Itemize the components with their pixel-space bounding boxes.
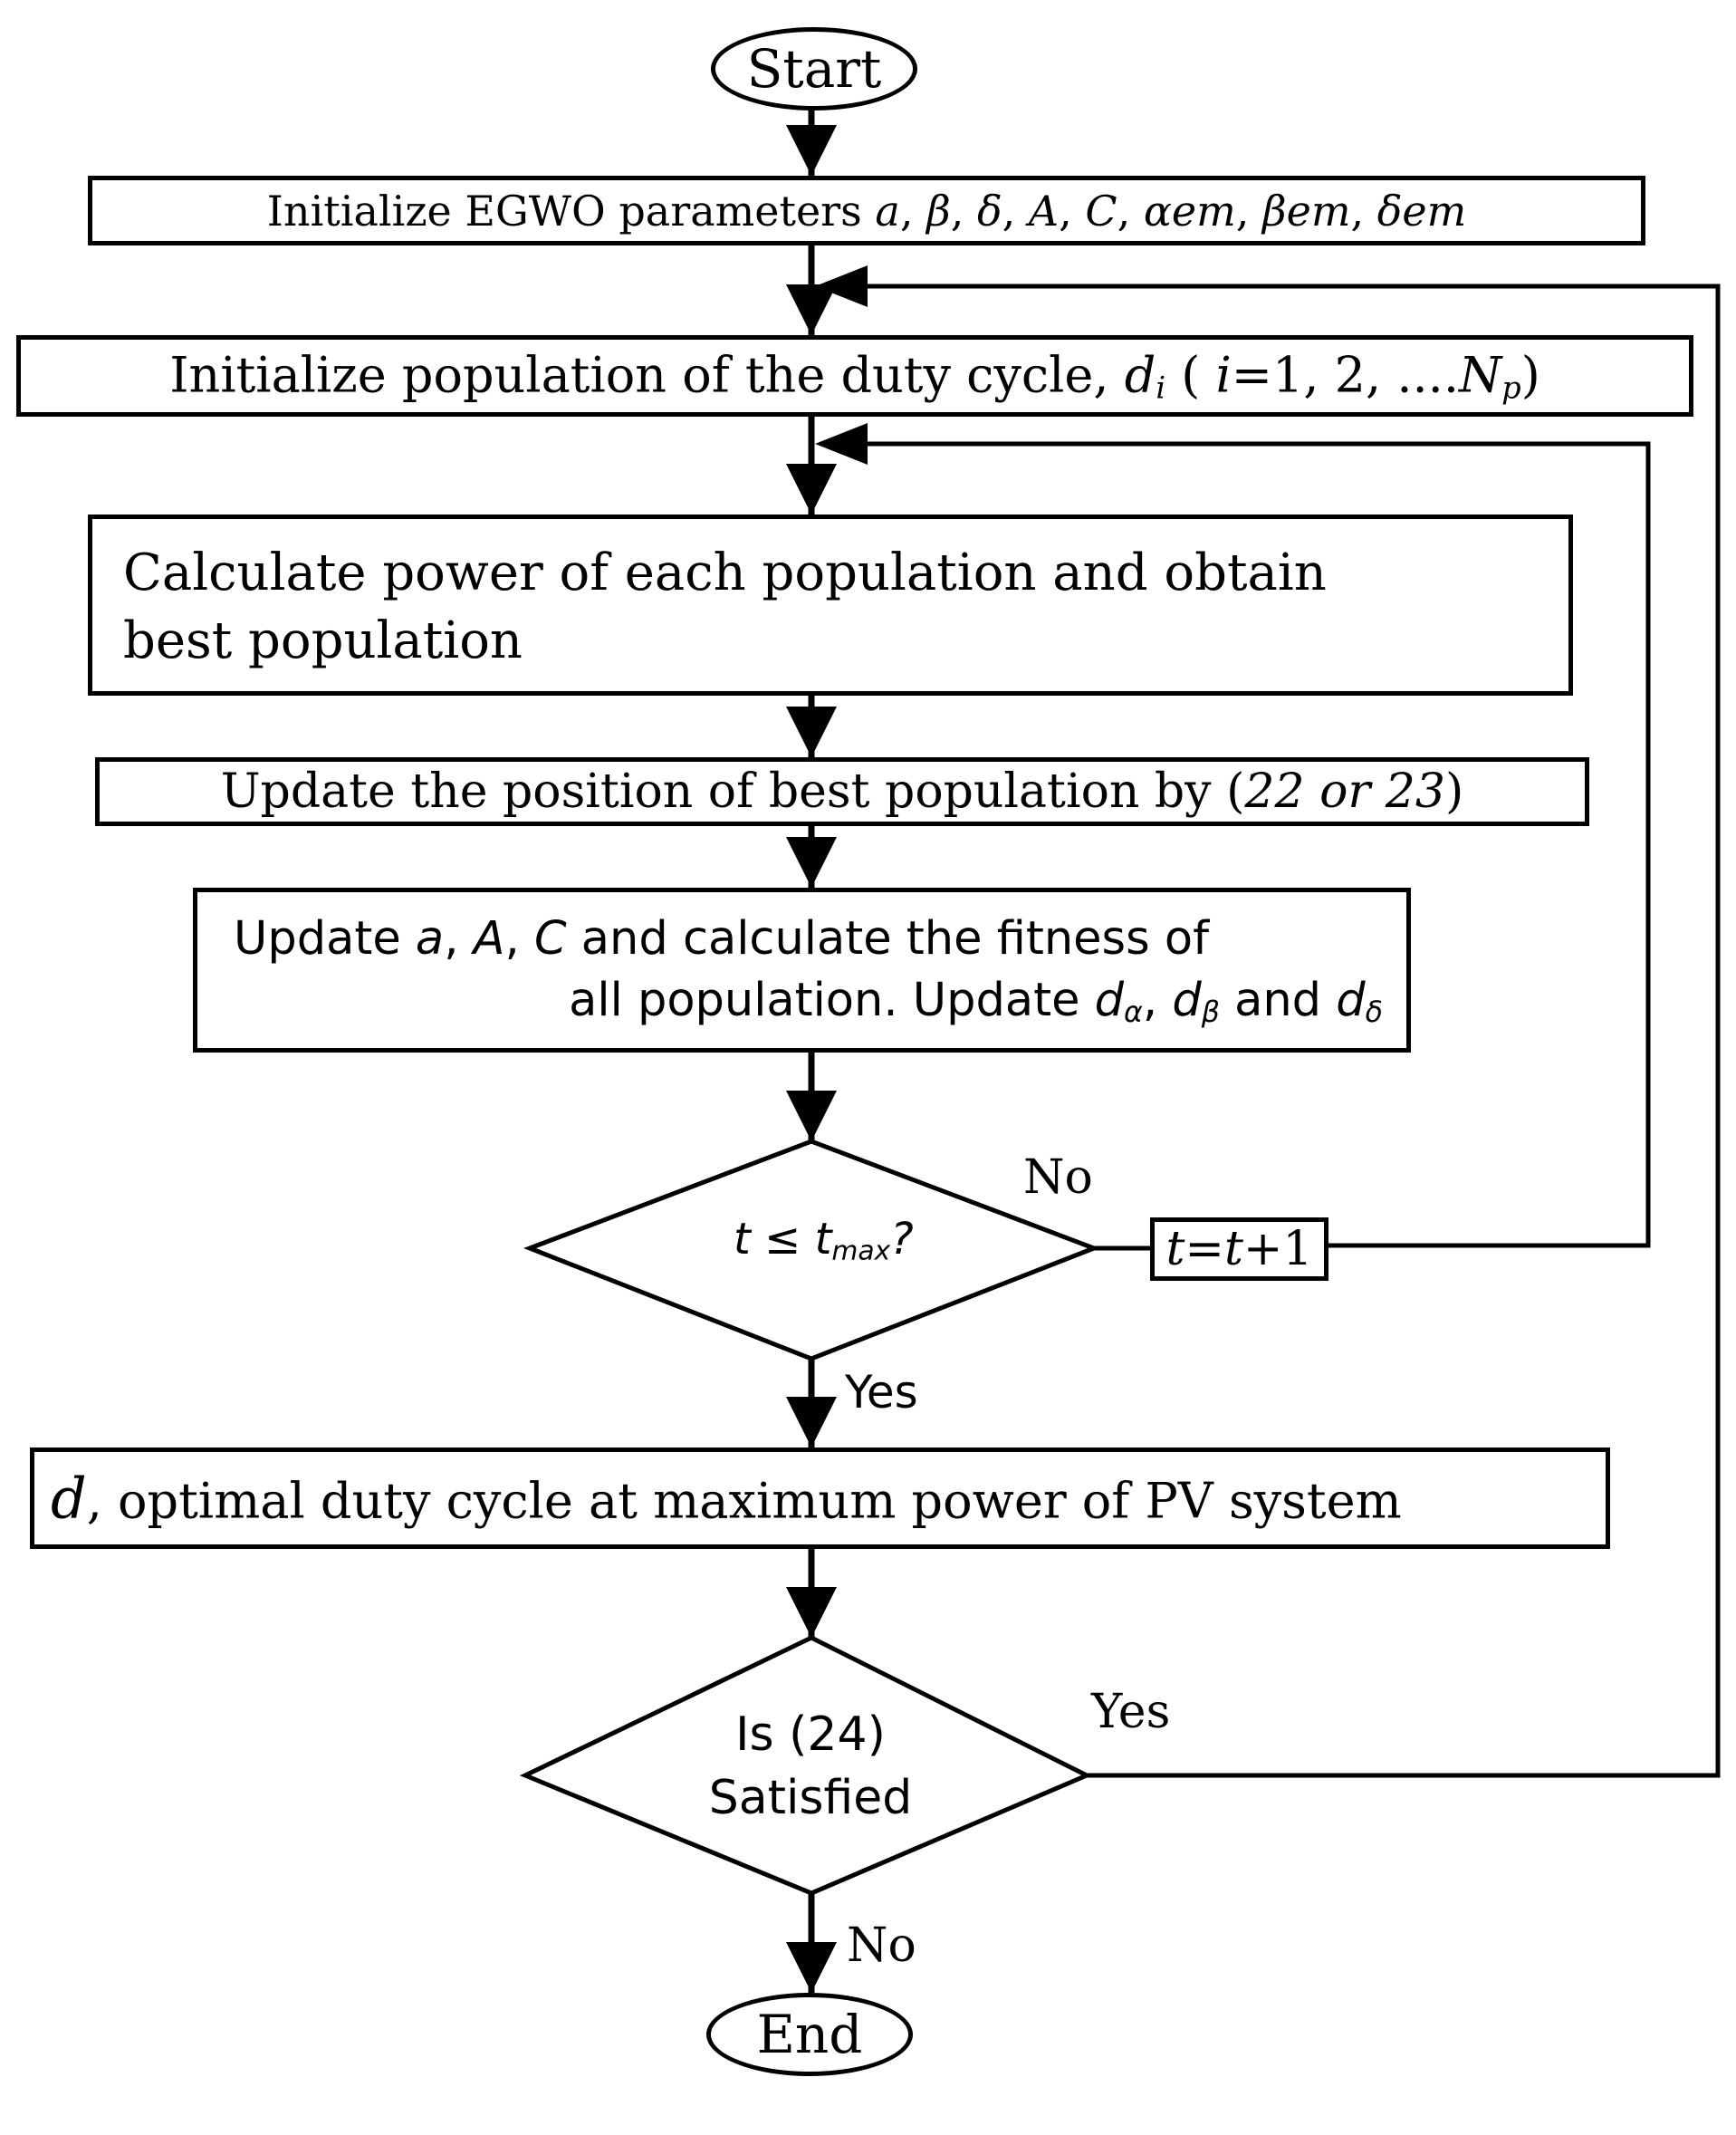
label-yes-decision-24: Yes [1091, 1685, 1171, 1739]
symbol-le: ≤ [764, 1214, 801, 1265]
init-params-box: Initialize EGWO parameters a, β, δ, A, C… [88, 176, 1645, 245]
symbol-beta-em: β [1262, 186, 1287, 236]
symbol-a: a [875, 186, 900, 236]
satisfied-text: Satisfied [708, 1771, 913, 1825]
update-params-line2: all population. Update [569, 974, 1080, 1027]
increment-box: t=t+1 [1150, 1217, 1328, 1281]
init-params-text: Initialize EGWO parameters [266, 186, 862, 236]
inc-t1: t [1165, 1222, 1185, 1276]
range-text: =1, 2, .... [1231, 346, 1459, 404]
symbol-delta: δ [976, 186, 1002, 236]
symbol-d-beta: d [1172, 974, 1202, 1027]
symbol-delta-em-sub: em [1402, 186, 1467, 236]
sub-alpha: α [1124, 995, 1143, 1029]
inc-plus: +1 [1242, 1222, 1313, 1276]
symbol-C: C [1085, 186, 1117, 236]
symbol-beta: β [926, 186, 951, 236]
sub-beta: β [1201, 995, 1220, 1029]
decision-t-shape [523, 1139, 1100, 1361]
symbol-N: N [1459, 346, 1502, 404]
symbol-a-lower: a [415, 912, 445, 966]
equation-ref-24: 24 [807, 1707, 868, 1762]
calc-power-line1: Calculate power of each population and o… [123, 543, 1327, 602]
sub-delta: δ [1365, 995, 1383, 1029]
question-mark: ? [890, 1214, 914, 1265]
is-text: Is [735, 1707, 774, 1762]
inc-t2: t [1223, 1222, 1243, 1276]
symbol-d-alpha: d [1094, 974, 1125, 1027]
init-population-text: Initialize population of the duty cycle, [169, 346, 1109, 404]
label-no-decision-24: No [847, 1919, 916, 1973]
update-params-pre: Update [234, 912, 401, 966]
symbol-d-sub-i: i [1156, 370, 1166, 406]
symbol-C-upper: C [533, 912, 567, 966]
equation-ref-22-23: 22 or 23 [1244, 765, 1445, 819]
label-yes-decision-t: Yes [845, 1366, 918, 1419]
decision-t-label: t ≤ tmax? [734, 1214, 914, 1267]
init-population-box: Initialize population of the duty cycle,… [16, 335, 1693, 417]
update-position-box: Update the position of best population b… [95, 757, 1589, 826]
update-position-text: Update the position of best population b… [220, 765, 1212, 819]
update-params-post: and calculate the fitness of [580, 912, 1210, 966]
label-no-decision-t: No [1023, 1150, 1093, 1205]
sub-max: max [831, 1235, 891, 1267]
symbol-alpha-em: α [1143, 186, 1172, 236]
end-label: End [756, 2004, 863, 2065]
end-terminal: End [706, 1993, 913, 2076]
symbol-t: t [734, 1214, 751, 1265]
decision-24-label: Is (24) Satisfied [675, 1703, 946, 1830]
calc-power-line2: best population [123, 611, 523, 670]
symbol-t2: t [814, 1214, 832, 1265]
optimal-text: , optimal duty cycle at maximum power of… [86, 1472, 1402, 1530]
symbol-N-sub-p: p [1501, 370, 1521, 406]
loop-arrowhead-population [815, 265, 868, 307]
paren-open: ( [1165, 346, 1201, 404]
symbol-d-optimal: d [51, 1465, 87, 1532]
calc-power-box: Calculate power of each population and o… [88, 515, 1573, 696]
loop-increment-to-calc [860, 441, 1651, 1248]
inc-eq: = [1185, 1222, 1224, 1276]
symbol-i: i [1215, 346, 1232, 404]
loop-decision-24-to-population [860, 284, 1721, 1778]
decision-24-shape [519, 1635, 1092, 1896]
symbol-beta-em-sub: em [1286, 186, 1351, 236]
and-text: and [1234, 974, 1322, 1027]
symbol-alpha-em-sub: em [1171, 186, 1236, 236]
start-terminal: Start [711, 27, 917, 111]
symbol-A-upper: A [473, 912, 505, 966]
symbol-A: A [1028, 186, 1060, 236]
optimal-box: d, optimal duty cycle at maximum power o… [30, 1447, 1610, 1549]
paren-close: ) [1520, 346, 1540, 404]
loop-arrowhead-calc [815, 423, 868, 465]
symbol-d-delta: d [1336, 974, 1366, 1027]
start-label: Start [746, 38, 882, 100]
update-params-box: Update a, A, C and calculate the fitness… [193, 888, 1411, 1053]
symbol-delta-em: δ [1376, 186, 1403, 236]
symbol-d: d [1124, 346, 1156, 404]
